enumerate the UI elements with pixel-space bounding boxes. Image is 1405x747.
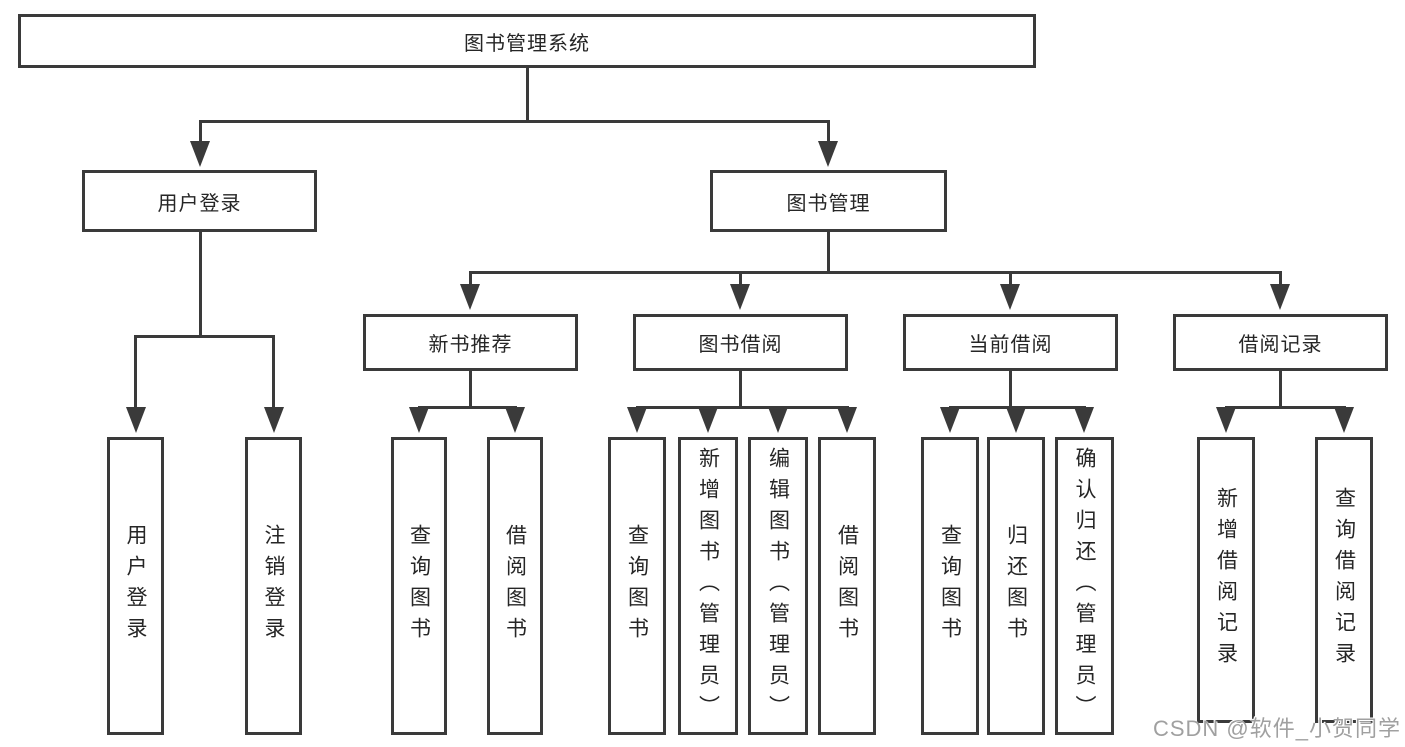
node-new-book-recommend: 新书推荐 xyxy=(363,314,578,371)
leaf-label: 借阅图书 xyxy=(835,524,859,648)
connector-line xyxy=(134,335,275,338)
arrow-down-icon xyxy=(460,284,480,310)
connector-line xyxy=(738,271,742,287)
node-label: 图书管理系统 xyxy=(464,32,590,55)
connector-line xyxy=(1008,271,1012,287)
leaf-add-books-admin: 新增图书（管理员） xyxy=(678,437,738,735)
leaf-label: 新增借阅记录 xyxy=(1214,487,1238,673)
arrow-down-icon xyxy=(505,407,525,433)
connector-line xyxy=(1278,271,1282,287)
arrow-down-icon xyxy=(125,407,146,433)
leaf-return-books: 归还图书 xyxy=(987,437,1045,735)
arrow-down-icon xyxy=(409,407,429,433)
connector-line xyxy=(1278,371,1282,408)
arrow-down-icon xyxy=(730,284,750,310)
node-label: 借阅记录 xyxy=(1238,334,1323,356)
leaf-label: 编辑图书（管理员） xyxy=(766,446,790,726)
leaf-logout: 注销登录 xyxy=(245,437,302,735)
connector-line xyxy=(826,120,830,146)
connector-line xyxy=(525,68,529,122)
arrow-down-icon xyxy=(1334,407,1354,433)
arrow-down-icon xyxy=(768,407,788,433)
node-current-borrowing: 当前借阅 xyxy=(903,314,1118,371)
connector-line xyxy=(272,335,275,413)
leaf-label: 查询图书 xyxy=(938,524,962,648)
leaf-query-books-borrow: 查询图书 xyxy=(608,437,666,735)
arrow-down-icon xyxy=(627,407,647,433)
connector-line xyxy=(417,406,517,409)
leaf-label: 查询图书 xyxy=(625,524,649,648)
arrow-down-icon xyxy=(190,141,210,167)
connector-line xyxy=(198,120,202,146)
leaf-label: 新增图书（管理员） xyxy=(696,446,720,726)
leaf-label: 用户登录 xyxy=(124,524,147,648)
leaf-label: 借阅图书 xyxy=(503,524,527,648)
arrow-down-icon xyxy=(837,407,857,433)
leaf-query-books-recommend: 查询图书 xyxy=(391,437,447,735)
connector-line xyxy=(1224,406,1346,409)
arrow-down-icon xyxy=(818,141,838,167)
leaf-borrow-books: 借阅图书 xyxy=(818,437,876,735)
arrow-down-icon xyxy=(1006,407,1026,433)
node-book-borrowing: 图书借阅 xyxy=(633,314,848,371)
node-borrowing-records: 借阅记录 xyxy=(1173,314,1388,371)
node-label: 图书管理 xyxy=(786,192,871,215)
node-library-system: 图书管理系统 xyxy=(18,14,1036,68)
arrow-down-icon xyxy=(940,407,960,433)
connector-line xyxy=(198,232,202,338)
arrow-down-icon xyxy=(1000,284,1020,310)
connector-line xyxy=(198,120,830,123)
leaf-label: 确认归还（管理员） xyxy=(1073,446,1096,726)
arrow-down-icon xyxy=(1270,284,1290,310)
csdn-watermark: CSDN @软件_小贺同学 xyxy=(1152,716,1401,741)
leaf-edit-books-admin: 编辑图书（管理员） xyxy=(748,437,808,735)
node-label: 用户登录 xyxy=(157,192,242,215)
leaf-borrow-books-recommend: 借阅图书 xyxy=(487,437,543,735)
connector-line xyxy=(635,406,849,409)
arrow-down-icon xyxy=(698,407,718,433)
connector-line xyxy=(468,271,1282,274)
node-label: 新书推荐 xyxy=(428,334,513,356)
leaf-label: 注销登录 xyxy=(262,524,285,648)
connector-line xyxy=(738,371,742,408)
leaf-confirm-return-admin: 确认归还（管理员） xyxy=(1055,437,1114,735)
leaf-label: 查询借阅记录 xyxy=(1332,487,1356,673)
connector-line xyxy=(468,371,472,408)
node-book-management: 图书管理 xyxy=(710,170,947,232)
leaf-query-books-current: 查询图书 xyxy=(921,437,979,735)
node-label: 当前借阅 xyxy=(968,334,1053,356)
leaf-query-borrow-record: 查询借阅记录 xyxy=(1315,437,1373,723)
connector-line xyxy=(826,232,830,273)
leaf-label: 查询图书 xyxy=(407,524,431,648)
leaf-user-login: 用户登录 xyxy=(107,437,164,735)
leaf-add-borrow-record: 新增借阅记录 xyxy=(1197,437,1255,723)
arrow-down-icon xyxy=(1074,407,1094,433)
connector-line xyxy=(468,271,472,287)
leaf-label: 归还图书 xyxy=(1004,524,1028,648)
node-label: 图书借阅 xyxy=(698,334,783,356)
connector-line xyxy=(1008,371,1012,408)
connector-line xyxy=(134,335,137,413)
arrow-down-icon xyxy=(1216,407,1236,433)
arrow-down-icon xyxy=(263,407,284,433)
node-user-login: 用户登录 xyxy=(82,170,317,232)
